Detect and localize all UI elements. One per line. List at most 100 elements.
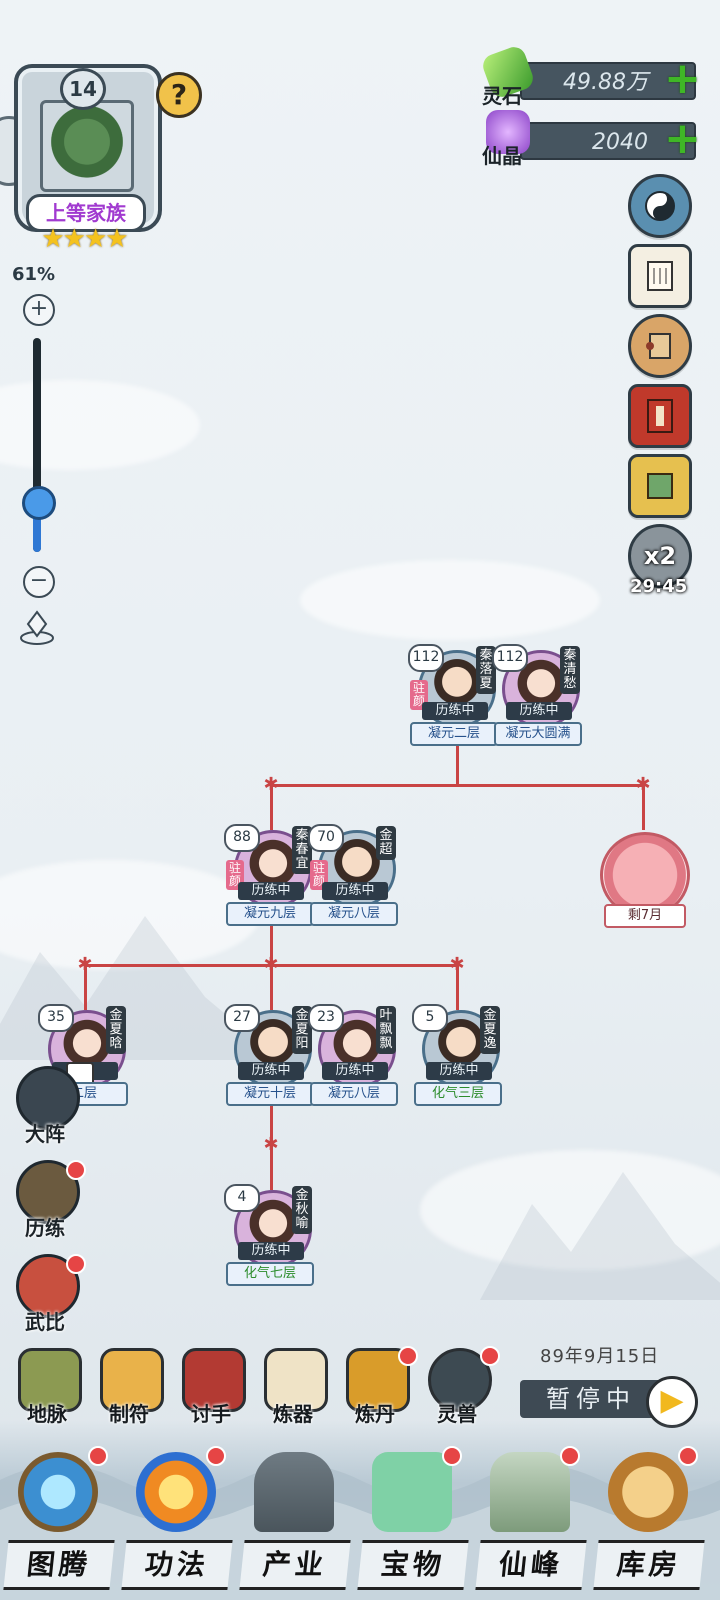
- family-level: 14: [60, 68, 106, 110]
- nav-industry[interactable]: 产业: [239, 1444, 351, 1594]
- jade-icon: [372, 1452, 452, 1532]
- notification-dot: [442, 1446, 462, 1466]
- gate-icon: [16, 1160, 80, 1224]
- tree-knot: ✱: [449, 954, 465, 975]
- embryo-icon[interactable]: [600, 832, 690, 918]
- member-age: 5: [412, 1004, 448, 1032]
- zoom-slider-track[interactable]: [33, 338, 41, 552]
- temple-button[interactable]: 讨手: [176, 1348, 246, 1426]
- temple-icon: [182, 1348, 246, 1412]
- notification-dot: [398, 1346, 418, 1366]
- member-realm: 凝元八层: [310, 1082, 398, 1106]
- immortal-crystal-value: 2040: [520, 122, 696, 160]
- book-icon[interactable]: [628, 384, 692, 448]
- member-status: 历练中: [422, 702, 488, 720]
- flame-icon: [136, 1452, 216, 1532]
- scroll-icon[interactable]: [628, 314, 692, 378]
- member-name: 金超: [376, 826, 396, 860]
- nav-treasure[interactable]: 宝物: [357, 1444, 469, 1594]
- member-card[interactable]: 23 叶飘飘 历练中 凝元八层: [308, 1004, 398, 1106]
- member-card[interactable]: 112 秦落夏 驻颜 历练中 凝元二层: [408, 644, 498, 746]
- member-age: 88: [224, 824, 260, 852]
- formation-button[interactable]: 大阵: [12, 1066, 80, 1146]
- member-age: 27: [224, 1004, 260, 1032]
- plaque-icon[interactable]: [628, 454, 692, 518]
- nav-technique[interactable]: 功法: [121, 1444, 233, 1594]
- nav-storehouse[interactable]: 库房: [593, 1444, 705, 1594]
- member-age: 112: [408, 644, 444, 672]
- member-name: 秦落夏: [476, 646, 496, 694]
- totem-icon: [18, 1452, 98, 1532]
- speed-boost-icon[interactable]: x2: [628, 524, 692, 588]
- earth-vein-icon: [18, 1348, 82, 1412]
- notification-dot: [560, 1446, 580, 1466]
- member-card[interactable]: 5 金夏逸 历练中 化气三层: [412, 1004, 502, 1106]
- play-button[interactable]: ▶: [646, 1376, 698, 1428]
- nav-immortal-peak[interactable]: 仙峰: [475, 1444, 587, 1594]
- member-name: 秦春宜: [292, 826, 312, 874]
- member-status: 历练中: [238, 1242, 304, 1260]
- trial-label: 历练: [25, 1216, 65, 1240]
- member-realm: 化气七层: [226, 1262, 314, 1286]
- add-spirit-stone-button[interactable]: +: [664, 53, 701, 104]
- zoom-out-button[interactable]: −: [23, 566, 55, 598]
- member-realm: 凝元九层: [226, 902, 314, 926]
- locate-icon[interactable]: [18, 608, 56, 646]
- member-age: 35: [38, 1004, 74, 1032]
- spirit-stone-label: 灵石: [482, 84, 522, 108]
- zoom-slider-fill: [33, 500, 41, 552]
- nav-totem-label: 图腾: [3, 1540, 115, 1590]
- spirit-beast-button[interactable]: 灵兽: [422, 1346, 500, 1426]
- trial-button[interactable]: 历练: [12, 1160, 86, 1240]
- help-button[interactable]: ?: [156, 72, 202, 118]
- money-bag-icon: [608, 1452, 688, 1532]
- tree-knot: ✱: [263, 774, 279, 795]
- nav-industry-label: 产业: [239, 1540, 351, 1590]
- member-name: 金夏逸: [480, 1006, 500, 1054]
- notification-dot: [66, 1160, 86, 1180]
- letters-icon[interactable]: [628, 244, 692, 308]
- alchemy-button[interactable]: 炼丹: [340, 1346, 418, 1426]
- member-card[interactable]: 112 秦清愁 历练中 凝元大圆满: [492, 644, 582, 746]
- member-status: 历练中: [238, 1062, 304, 1080]
- swords-icon: [16, 1254, 80, 1318]
- immortal-crystal-label: 仙晶: [482, 144, 522, 168]
- member-name: 叶飘飘: [376, 1006, 396, 1054]
- settings-gear-icon[interactable]: [628, 174, 692, 238]
- speed-multiplier: x2: [643, 542, 677, 570]
- tree-knot: ✱: [635, 774, 651, 795]
- member-status: 历练中: [426, 1062, 492, 1080]
- member-name: 金秋喻: [292, 1186, 312, 1234]
- speed-timer: 29:45: [630, 576, 688, 597]
- family-tree-emblem-icon: [40, 100, 134, 192]
- member-card[interactable]: 27 金夏阳 历练中 凝元十层: [224, 1004, 314, 1106]
- member-name: 金夏晗: [106, 1006, 126, 1054]
- tree-knot: ✱: [77, 954, 93, 975]
- talisman-button[interactable]: 制符: [94, 1348, 164, 1426]
- zoom-in-button[interactable]: +: [23, 294, 55, 326]
- nav-totem[interactable]: 图腾: [3, 1444, 115, 1594]
- member-card[interactable]: 4 金秋喻 历练中 化气七层: [224, 1184, 314, 1286]
- earth-vein-button[interactable]: 地脉: [12, 1348, 82, 1426]
- member-card[interactable]: 88 秦春宜 驻颜 历练中 凝元九层: [224, 824, 314, 926]
- member-status: 历练中: [506, 702, 572, 720]
- tree-knot: ✱: [263, 1134, 279, 1155]
- member-age: 70: [308, 824, 344, 852]
- notification-dot: [206, 1446, 226, 1466]
- zoom-slider-handle[interactable]: [22, 486, 56, 520]
- mountain-house-icon: [254, 1452, 334, 1532]
- member-realm: 化气三层: [414, 1082, 502, 1106]
- martial-contest-button[interactable]: 武比: [12, 1254, 86, 1334]
- add-immortal-crystal-button[interactable]: +: [664, 113, 701, 164]
- artifact-forge-button[interactable]: 炼器: [258, 1348, 328, 1426]
- notification-dot: [88, 1446, 108, 1466]
- member-card[interactable]: 35 金夏晗 中 二层: [38, 1004, 128, 1106]
- notification-dot: [66, 1254, 86, 1274]
- artifact-forge-icon: [264, 1348, 328, 1412]
- member-card[interactable]: 70 金超 驻颜 历练中 凝元八层: [308, 824, 398, 926]
- zoom-percent: 61%: [12, 264, 56, 285]
- notification-dot: [480, 1346, 500, 1366]
- talisman-icon: [100, 1348, 164, 1412]
- member-status: 历练中: [238, 882, 304, 900]
- family-stars: ★★★★: [41, 224, 128, 254]
